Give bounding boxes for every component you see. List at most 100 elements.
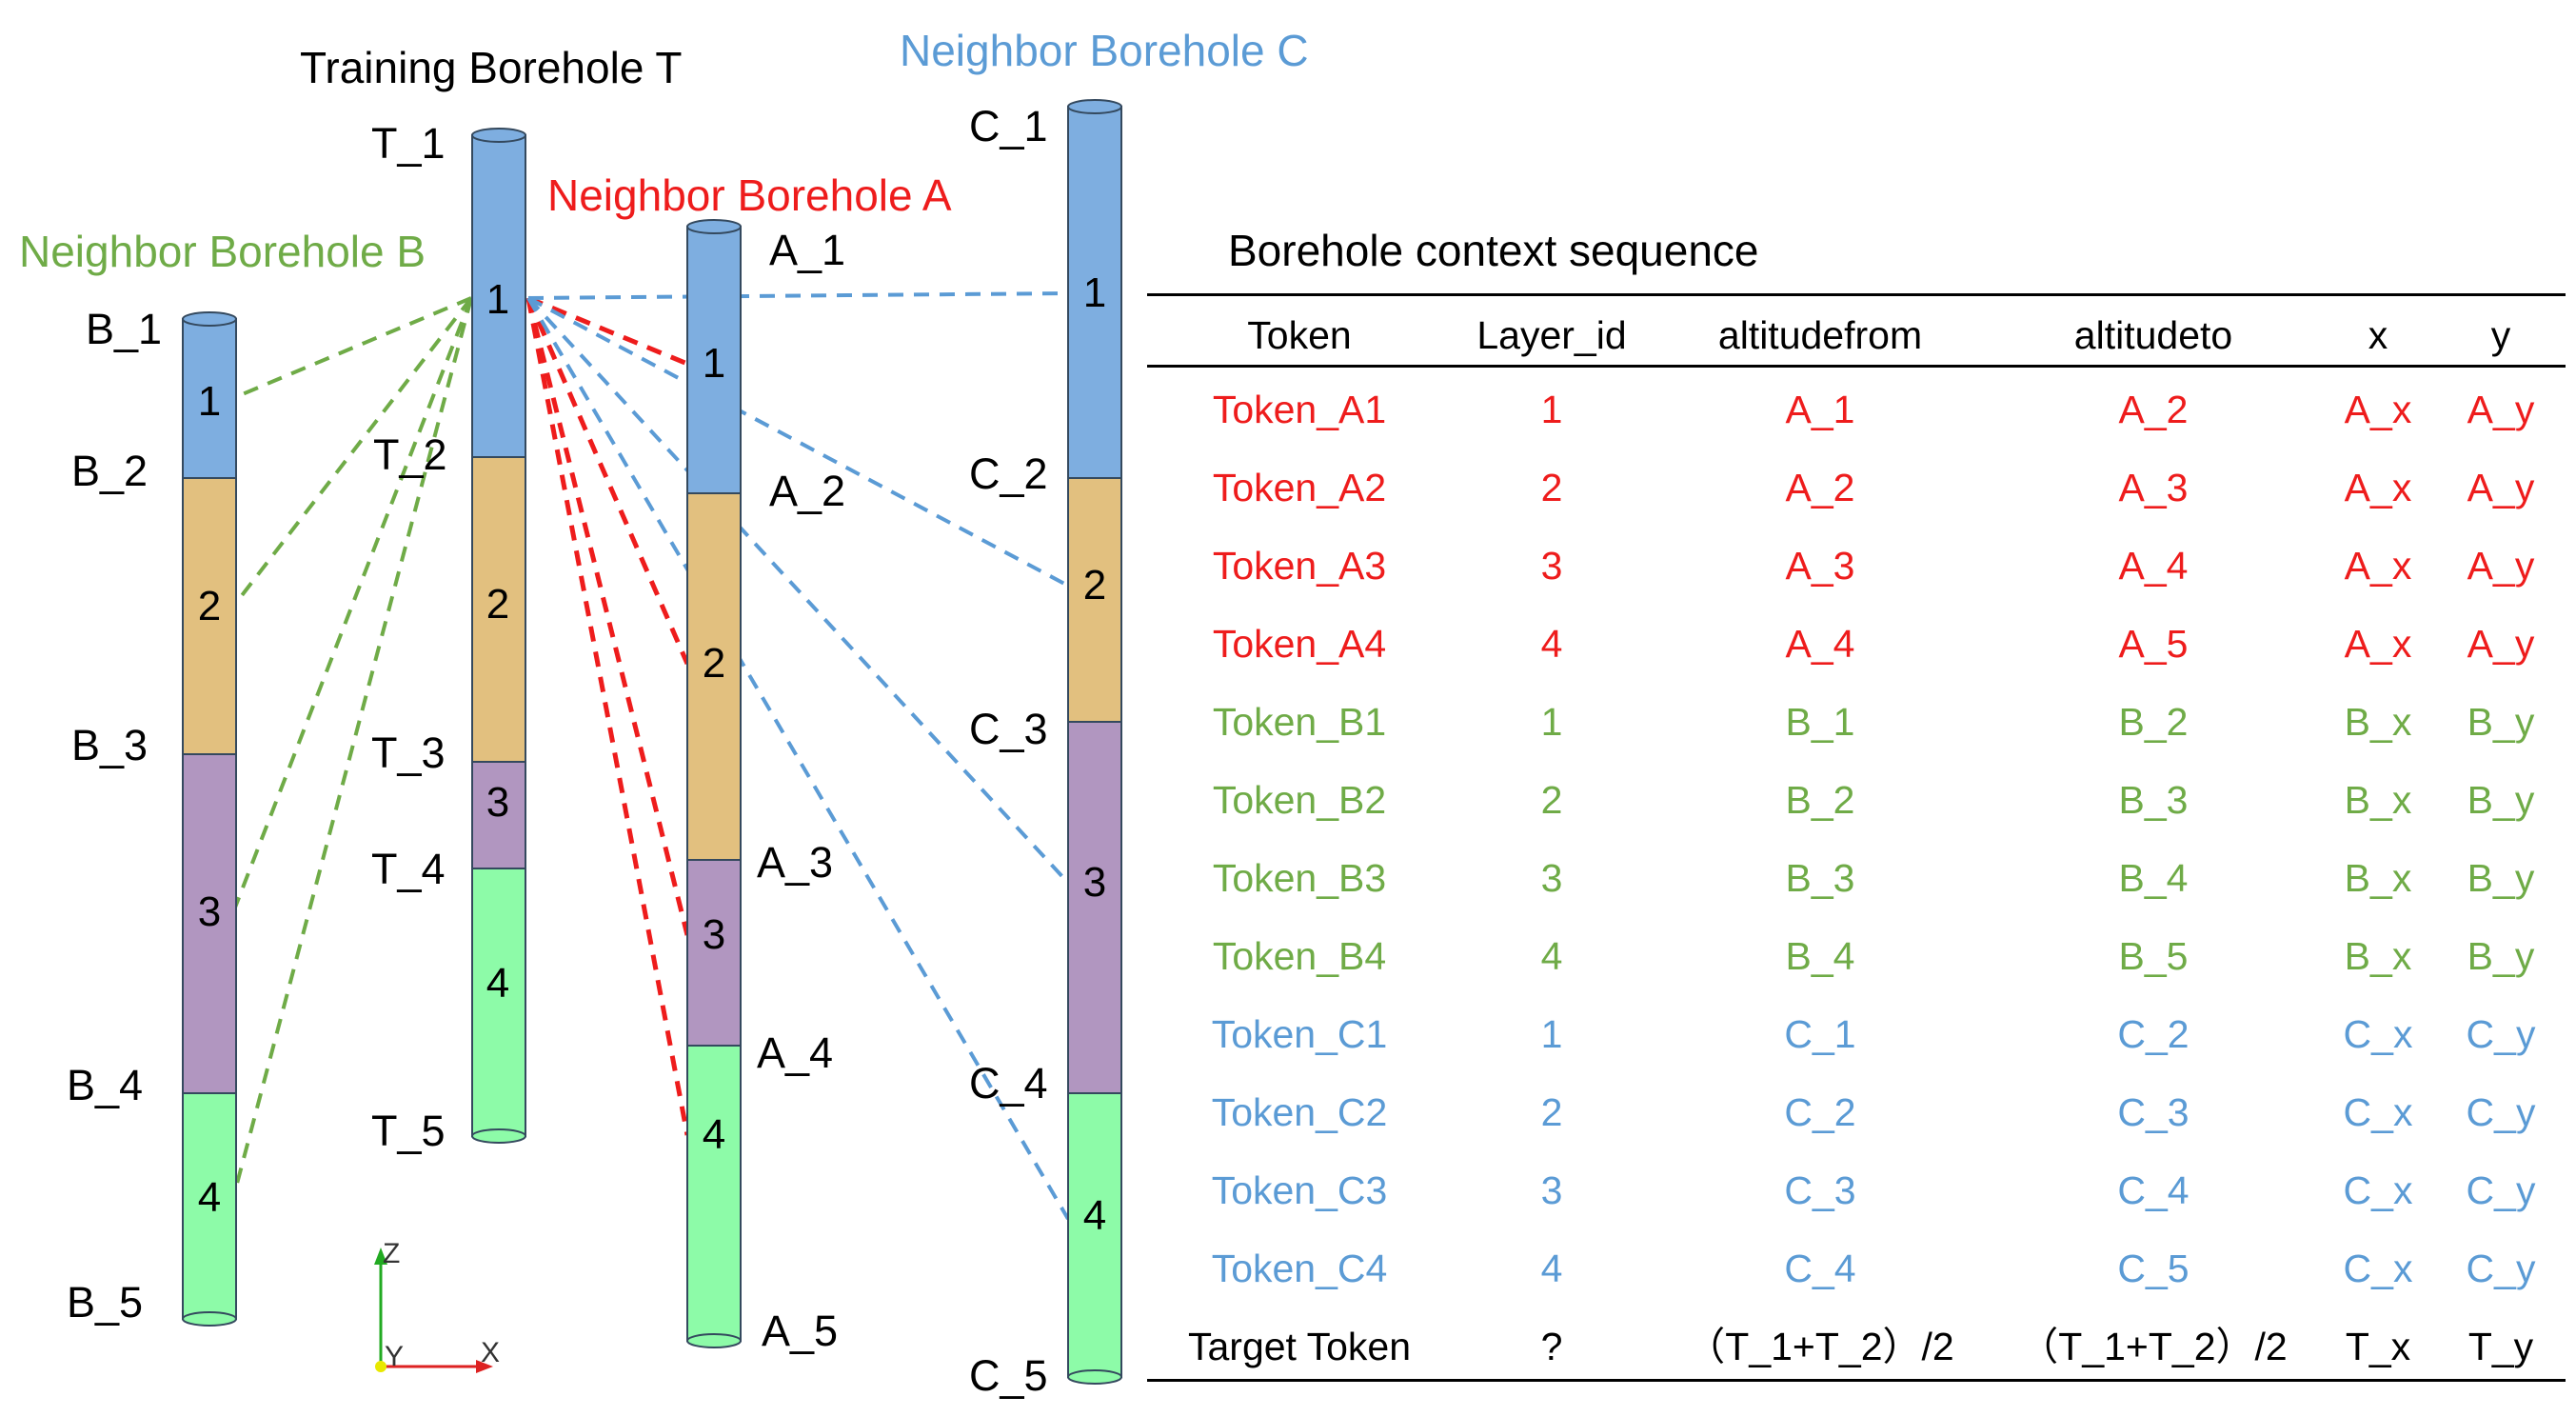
cell-layer-id: 4 [1540, 1247, 1563, 1290]
borehole-a-segment-3 [686, 859, 742, 1047]
label-b2: B_2 [71, 447, 149, 495]
cell-x: B_x [2344, 778, 2412, 822]
label-b3: B_3 [71, 721, 149, 769]
link-c-2 [527, 296, 1069, 588]
cell-token: Token_B1 [1212, 700, 1387, 744]
cell-altitudefrom: （T_1+T_2）/2 [1686, 1325, 1954, 1368]
label-c4: C_4 [969, 1059, 1048, 1108]
cell-altitudefrom: A_4 [1785, 622, 1855, 666]
c-layer-3: 3 [1082, 859, 1107, 906]
cell-x: A_x [2344, 466, 2412, 509]
label-b1: B_1 [86, 305, 163, 353]
cell-altitudeto: B_5 [2118, 934, 2189, 978]
cell-x: C_x [2343, 1012, 2413, 1056]
borehole-t-top [471, 128, 526, 143]
cell-altitudeto: B_2 [2118, 700, 2189, 744]
link-a-1 [527, 295, 688, 367]
label-a3: A_3 [757, 838, 834, 887]
axis-x-label: X [481, 1337, 501, 1368]
link-a-3 [525, 297, 690, 936]
label-t4: T_4 [371, 845, 446, 893]
borehole-c-segment-1 [1067, 106, 1122, 479]
b-layer-4: 4 [197, 1174, 222, 1221]
cell-layer-id: 4 [1540, 622, 1563, 666]
header-altitudeto: altitudeto [2073, 313, 2233, 357]
label-c3: C_3 [969, 705, 1048, 753]
cell-y: B_y [2467, 700, 2535, 744]
label-a1: A_1 [769, 226, 846, 274]
cell-y: C_y [2466, 1090, 2536, 1134]
borehole-t-segment-2 [471, 456, 526, 763]
cell-altitudeto: B_3 [2118, 778, 2189, 822]
table-bottom-rule [1147, 1379, 2566, 1382]
cell-token: Token_A4 [1212, 622, 1387, 666]
cell-token: Token_A3 [1212, 544, 1387, 588]
cell-x: B_x [2344, 856, 2412, 900]
borehole-c-bottom [1067, 1369, 1122, 1385]
c-layer-2: 2 [1082, 562, 1107, 609]
label-a2: A_2 [769, 467, 846, 515]
cell-x: B_x [2344, 700, 2412, 744]
header-token: Token [1247, 313, 1352, 357]
cell-altitudeto: C_5 [2117, 1247, 2190, 1290]
link-c-1 [527, 291, 1069, 300]
cell-altitudeto: A_5 [2118, 622, 2189, 666]
label-c2: C_2 [969, 449, 1048, 498]
link-b-4 [231, 297, 473, 1199]
borehole-b-segment-2 [182, 477, 237, 755]
cell-altitudeto: A_4 [2118, 544, 2189, 588]
cell-altitudefrom: B_1 [1785, 700, 1855, 744]
borehole-t-bottom [471, 1128, 526, 1144]
axis-y-label: Y [385, 1341, 405, 1372]
cell-y: A_y [2467, 544, 2535, 588]
table-header-rule [1147, 365, 2566, 368]
label-t1: T_1 [371, 119, 446, 168]
borehole-b-top [182, 311, 237, 327]
title-neighbor-borehole-b: Neighbor Borehole B [19, 227, 426, 276]
label-c1: C_1 [969, 102, 1048, 150]
cell-token: Token_A2 [1212, 466, 1387, 509]
borehole-a-bottom [686, 1333, 742, 1348]
borehole-t-segment-4 [471, 868, 526, 1137]
borehole-c-top [1067, 99, 1122, 114]
cell-x: C_x [2343, 1168, 2413, 1212]
t-layer-4: 4 [485, 960, 510, 1007]
label-b5: B_5 [67, 1278, 144, 1327]
cell-layer-id: 2 [1540, 778, 1563, 822]
borehole-a-segment-1 [686, 226, 742, 494]
cell-altitudefrom: C_3 [1784, 1168, 1856, 1212]
cell-layer-id: 1 [1540, 700, 1563, 744]
cell-altitudefrom: C_2 [1784, 1090, 1856, 1134]
a-layer-3: 3 [702, 911, 726, 958]
cell-layer-id: 3 [1540, 856, 1563, 900]
cell-y: A_y [2467, 466, 2535, 509]
borehole-c-segment-3 [1067, 721, 1122, 1094]
cell-altitudefrom: A_3 [1785, 544, 1855, 588]
cell-token: Target Token [1187, 1325, 1412, 1368]
cell-y: C_y [2466, 1012, 2536, 1056]
label-t5: T_5 [371, 1107, 446, 1155]
label-t3: T_3 [371, 728, 446, 777]
label-b4: B_4 [67, 1061, 144, 1109]
label-a4: A_4 [757, 1028, 834, 1077]
t-layer-2: 2 [485, 581, 510, 628]
cell-x: T_x [2345, 1325, 2411, 1368]
a-layer-4: 4 [702, 1111, 726, 1158]
link-a-4 [525, 297, 690, 1136]
cell-altitudeto: C_3 [2117, 1090, 2190, 1134]
cell-layer-id: 3 [1540, 1168, 1563, 1212]
cell-x: A_x [2344, 622, 2412, 666]
cell-x: C_x [2343, 1247, 2413, 1290]
b-layer-2: 2 [197, 583, 222, 629]
cell-y: C_y [2466, 1247, 2536, 1290]
cell-y: B_y [2467, 856, 2535, 900]
cell-altitudeto: （T_1+T_2）/2 [2019, 1325, 2288, 1368]
axis-x-arrow [476, 1360, 493, 1373]
cell-layer-id: ? [1540, 1325, 1563, 1368]
cell-altitudefrom: C_1 [1784, 1012, 1856, 1056]
header-layer-id: Layer_id [1476, 313, 1627, 357]
cell-altitudefrom: B_2 [1785, 778, 1855, 822]
cell-y: A_y [2467, 388, 2535, 431]
cell-altitudefrom: A_2 [1785, 466, 1855, 509]
